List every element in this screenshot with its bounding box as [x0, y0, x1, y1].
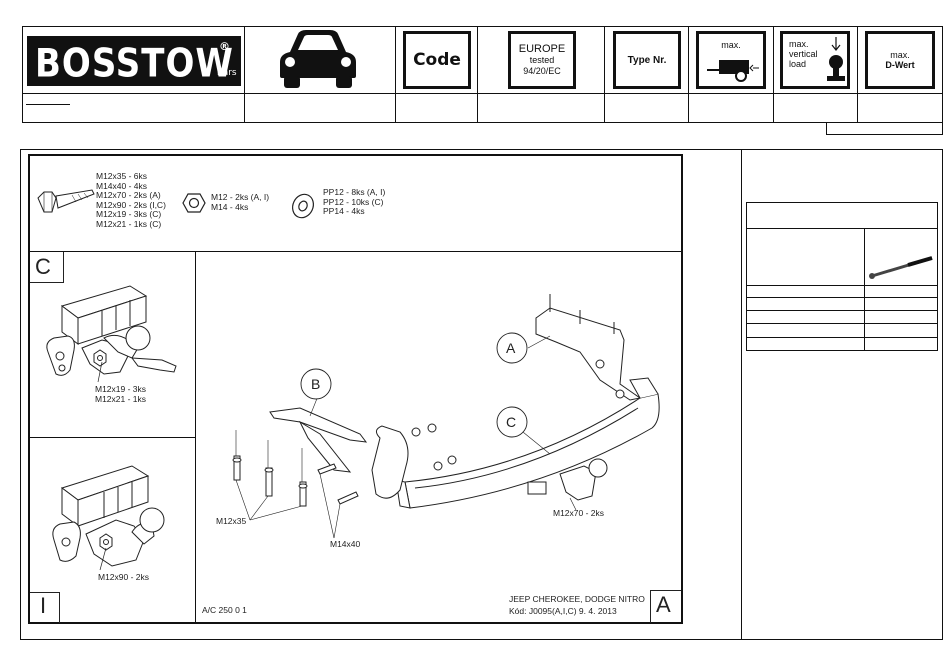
bolt-item: M12x90 - 2ks (I,C)	[96, 199, 166, 210]
callout-a: A	[506, 340, 516, 356]
aic-code: A/C 250 0 1	[202, 605, 247, 615]
ball-coupling-c-illustration	[46, 285, 177, 383]
tested-label: tested	[529, 54, 555, 65]
nut-item: M14 - 4ks	[211, 201, 249, 212]
d-wert-box: max. D-Wert	[865, 31, 935, 89]
torque-wrench-icon	[869, 256, 933, 279]
europe-label: EUROPE	[518, 42, 566, 55]
exploded-assembly-illustration	[232, 294, 660, 539]
bolt-icon	[37, 189, 95, 213]
vertical-label: vertical	[789, 49, 818, 59]
callout-b: B	[311, 376, 321, 392]
d-wert-label: D-Wert	[885, 60, 915, 70]
nut-item: M12 - 2ks (A, I)	[211, 192, 270, 202]
m12x70-label: M12x70 - 2ks	[553, 508, 605, 518]
type-number-box: Type Nr.	[613, 31, 681, 89]
bolt-item: M12x35 - 6ks	[96, 171, 148, 181]
logo-registered-mark: ®	[219, 40, 230, 53]
nut-icon	[182, 193, 206, 213]
washer-item: PP12 - 8ks (A, I)	[323, 187, 386, 197]
code-box: Code	[403, 31, 471, 89]
arrow-down-icon	[831, 37, 841, 51]
bolt-item: M14x40 - 4ks	[96, 180, 148, 191]
vehicle-name: JEEP CHEROKEE, DODGE NITRO	[509, 594, 645, 604]
vertical-load-max-label: max.	[789, 39, 809, 49]
max-trailer-box: max.	[696, 31, 766, 89]
logo-text: BOSSTOW	[35, 41, 234, 87]
ball-coupling-i-illustration	[52, 465, 165, 571]
bosstow-logo: BOSSTOW ® bars	[27, 36, 241, 87]
panel-a-letter: A	[656, 592, 671, 617]
bolt-list: M12x35 - 6ks M14x40 - 4ks M12x70 - 2ks (…	[96, 171, 166, 230]
directive-label: 94/20/EC	[523, 65, 561, 76]
kod-label: Kód: J0095(A,I,C) 9. 4. 2013	[509, 606, 617, 616]
panel-c-labels: M12x19 - 3ks M12x21 - 1ks	[95, 384, 147, 404]
bolt-item: M12x21 - 1ks (C)	[96, 218, 162, 229]
panel-i-letter: I	[40, 593, 47, 618]
bolt-item: M12x70 - 2ks (A)	[96, 190, 161, 201]
nut-list: M12 - 2ks (A, I) M14 - 4ks	[211, 192, 270, 212]
type-number-label: Type Nr.	[627, 54, 667, 66]
callout-c: C	[506, 414, 517, 430]
panel-i-letter-box	[30, 592, 60, 623]
tow-ball-icon	[827, 55, 845, 81]
max-label: max.	[721, 40, 741, 50]
trailer-icon	[707, 60, 759, 82]
d-wert-max-label: max.	[890, 50, 910, 60]
bolt-item: M12x19 - 3ks (C)	[96, 209, 162, 220]
panel-c-letter: C	[35, 254, 51, 279]
panel-a-letter-box	[650, 590, 681, 623]
washer-icon	[292, 193, 314, 219]
m14x40-label: M14x40	[330, 539, 361, 549]
europe-tested-box: EUROPE tested 94/20/EC	[508, 31, 576, 89]
car-icon	[280, 30, 356, 88]
washer-list: PP12 - 8ks (A, I) PP12 - 10ks (C) PP14 -…	[323, 187, 386, 217]
panel-c-label: M12x19 - 3ks	[95, 384, 147, 394]
panel-c-letter-box	[30, 252, 64, 283]
vertical-load-box: max. vertical load	[780, 31, 850, 89]
code-label: Code	[413, 50, 461, 70]
panel-i-label: M12x90 - 2ks	[98, 572, 150, 582]
load-label: load	[789, 59, 807, 69]
logo-bars-text: bars	[217, 68, 237, 78]
washer-item: PP14 - 4ks	[323, 206, 365, 217]
m12x35-label: M12x35	[216, 516, 247, 526]
washer-item: PP12 - 10ks (C)	[323, 196, 384, 207]
panel-c-label: M12x21 - 1ks	[95, 393, 147, 404]
